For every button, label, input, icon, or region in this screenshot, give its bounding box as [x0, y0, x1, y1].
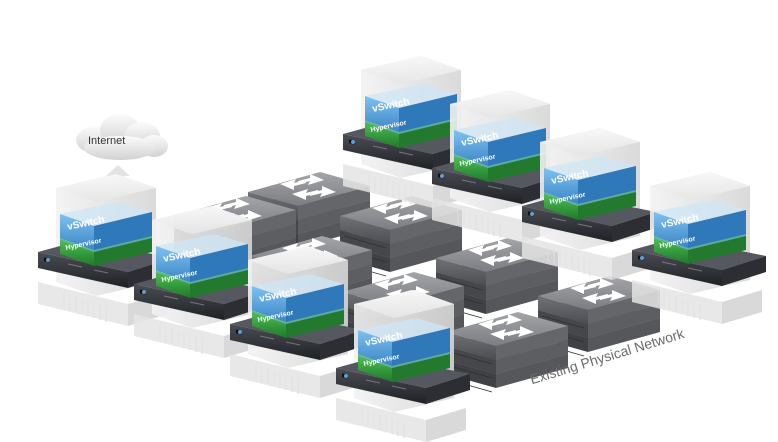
vswitch-hypervisor-host-icon: vSwitch Hypervisor [631, 171, 767, 325]
vswitch-hypervisor-host-icon: vSwitch Hypervisor [335, 289, 471, 442]
vswitch-hypervisor-host-icon: vSwitch Hypervisor [229, 245, 365, 399]
vswitch-hypervisor-host-icon: vSwitch Hypervisor [37, 173, 173, 327]
vswitch-hypervisor-host-icon: vSwitch Hypervisor [342, 55, 478, 209]
vswitch-hypervisor-host-icon: vSwitch Hypervisor [133, 205, 269, 359]
internet-label: Internet [88, 135, 126, 147]
vswitch-hypervisor-host-icon: vSwitch Hypervisor [521, 127, 657, 281]
host-group: vSwitch Hypervisor vSwitch Hypervisor vS… [37, 55, 767, 442]
vswitch-hypervisor-host-icon: vSwitch Hypervisor [431, 89, 567, 243]
